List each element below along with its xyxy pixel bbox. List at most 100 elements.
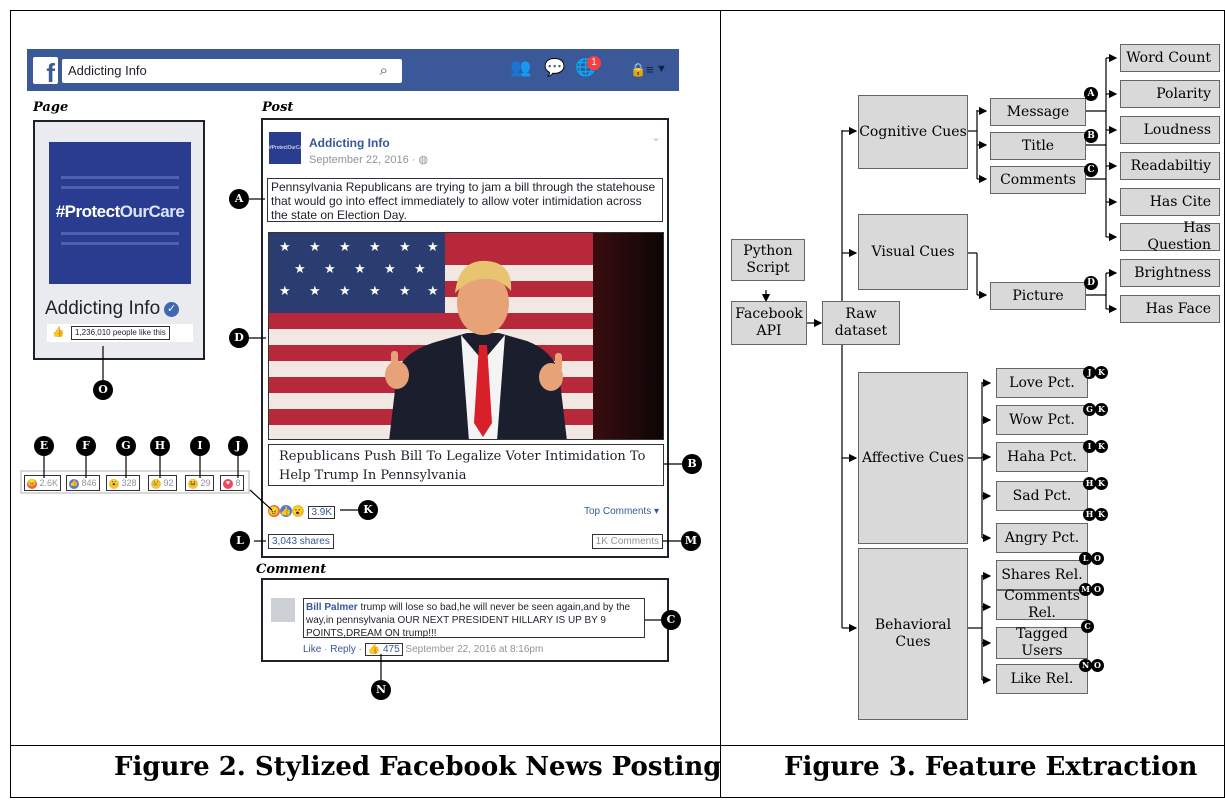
page-profile-image[interactable]: #ProtectOurCare	[49, 142, 191, 284]
reaction-wow[interactable]: 😮 328	[106, 475, 140, 491]
feature-has-cite: Has Cite	[1120, 188, 1220, 216]
feature-has-question: Has Question	[1120, 220, 1220, 253]
reaction-like[interactable]: 👍 846	[66, 475, 100, 491]
post-reaction-summary[interactable]: 😠👍😮 3.9K	[268, 502, 336, 520]
page-tagline: #ProtectOurCare	[49, 202, 191, 222]
message-box: Message	[990, 98, 1086, 126]
curtain-background	[593, 233, 663, 439]
search-input[interactable]: Addicting Info ⌕	[62, 59, 402, 83]
marker-c: C	[661, 610, 681, 630]
marker-i: I	[1083, 440, 1096, 453]
marker-h: H	[150, 436, 170, 456]
marker-f: F	[76, 436, 96, 456]
page-card: #ProtectOurCare Addicting Info✓ 👍 1,236,…	[33, 120, 205, 360]
reaction-angry[interactable]: 😠 2.6K	[24, 475, 62, 491]
comment-likes-count[interactable]: 👍 475	[364, 643, 403, 656]
post-photo[interactable]: ★★★★★★ ★★★★★ ★★★★★★	[268, 232, 664, 440]
marker-c: C	[1081, 620, 1094, 633]
visual-cues-box: Visual Cues	[858, 214, 968, 290]
comments-label: Comments	[1000, 171, 1076, 188]
reaction-haha[interactable]: 😆 29	[185, 475, 214, 491]
reaction-total: 3.9K	[308, 506, 336, 519]
caption-divider	[10, 745, 1225, 746]
feature-word-count: Word Count	[1120, 44, 1220, 72]
post-date[interactable]: September 22, 2016 · ◍	[309, 153, 428, 166]
flag-canton: ★★★★★★ ★★★★★ ★★★★★★	[269, 233, 445, 313]
comments-count[interactable]: 1K Comments	[591, 534, 663, 549]
post-message: Pennsylvania Republicans are trying to j…	[267, 178, 663, 222]
reaction-count: 2.6K	[39, 478, 59, 488]
shares-count[interactable]: 3,043 shares	[268, 534, 334, 549]
marker-k: K	[1095, 403, 1108, 416]
marker-o: O	[1091, 583, 1104, 596]
post-page-name[interactable]: Addicting Info	[309, 136, 390, 150]
marker-b: B	[1084, 129, 1098, 143]
page-name[interactable]: Addicting Info✓	[45, 298, 180, 320]
marker-g: G	[1083, 403, 1096, 416]
comment-likes-value: 475	[382, 644, 400, 655]
tagline-part-1: #Protect	[55, 202, 121, 221]
like-reaction-icon: 👍	[280, 504, 292, 517]
messenger-icon[interactable]: 💬	[544, 58, 566, 77]
reaction-sad[interactable]: 😢 92	[148, 475, 177, 491]
account-dropdown-icon[interactable]: ▼	[656, 63, 667, 75]
privacy-icon[interactable]: 🔒≡	[630, 62, 654, 77]
marker-b: B	[682, 454, 702, 474]
page-likes: 👍 1,236,010 people like this	[47, 324, 193, 342]
marker-o: O	[93, 380, 113, 400]
facebook-logo-icon[interactable]: f	[33, 57, 58, 84]
feature-comments-rel: Comments Rel.	[996, 588, 1088, 621]
search-icon[interactable]: ⌕	[379, 62, 388, 79]
verified-icon: ✓	[164, 302, 180, 317]
notification-badge: 1	[587, 56, 601, 70]
affective-cues-box: Affective Cues	[858, 372, 968, 544]
cognitive-cues-box: Cognitive Cues	[858, 95, 968, 169]
comment-date[interactable]: September 22, 2016 at 8:16pm	[405, 644, 544, 655]
post-options-icon[interactable]: ⌄	[650, 130, 661, 144]
wow-reaction-icon: 😮	[109, 478, 119, 489]
marker-k: K	[1095, 477, 1108, 490]
marker-n: N	[371, 680, 391, 700]
comment-text: trump will lose so bad,he will never be …	[306, 602, 631, 639]
annotation-lines	[43, 198, 682, 680]
marker-e: E	[34, 436, 54, 456]
top-comments-dropdown[interactable]: Top Comments ▾	[583, 506, 659, 517]
comment-section-label: Comment	[256, 562, 327, 577]
feature-shares-rel: Shares Rel.	[996, 560, 1088, 590]
marker-d: D	[229, 328, 249, 348]
comment-like-link[interactable]: Like	[303, 644, 322, 655]
commenter-name[interactable]: Bill Palmer	[306, 602, 358, 613]
like-reaction-icon: 👍	[367, 644, 381, 655]
reaction-count: 29	[200, 478, 211, 488]
reaction-love[interactable]: ♥ 8	[220, 475, 244, 491]
friends-icon[interactable]: 👥	[510, 58, 532, 77]
reaction-count: 92	[163, 478, 174, 488]
commenter-avatar[interactable]	[271, 598, 295, 622]
thumbs-up-icon: 👍	[52, 327, 65, 338]
marker-a: A	[229, 189, 249, 209]
title-label: Title	[1021, 137, 1055, 154]
marker-o: O	[1091, 552, 1104, 565]
post-page-avatar[interactable]: #ProtectOurCare	[269, 132, 307, 164]
feature-angry-pct: Angry Pct.	[996, 523, 1088, 553]
figure-2-caption: Figure 2. Stylized Facebook News Posting	[114, 752, 722, 782]
reaction-count: 8	[235, 478, 241, 488]
feature-wow-pct: Wow Pct.	[996, 405, 1088, 435]
post-headline[interactable]: Republicans Push Bill To Legalize Voter …	[268, 444, 664, 486]
post-section-label: Post	[262, 100, 294, 115]
marker-k: K	[358, 500, 378, 520]
feature-like-rel: Like Rel.	[996, 664, 1088, 694]
marker-a: A	[1084, 87, 1098, 101]
feature-loudness: Loudness	[1120, 116, 1220, 144]
feature-brightness: Brightness	[1120, 259, 1220, 287]
comment-reply-link[interactable]: Reply	[330, 644, 356, 655]
panel-divider	[720, 10, 721, 798]
like-reaction-icon: 👍	[69, 478, 79, 489]
angry-reaction-icon: 😠	[27, 478, 37, 489]
figure-3-caption: Figure 3. Feature Extraction	[784, 752, 1198, 782]
